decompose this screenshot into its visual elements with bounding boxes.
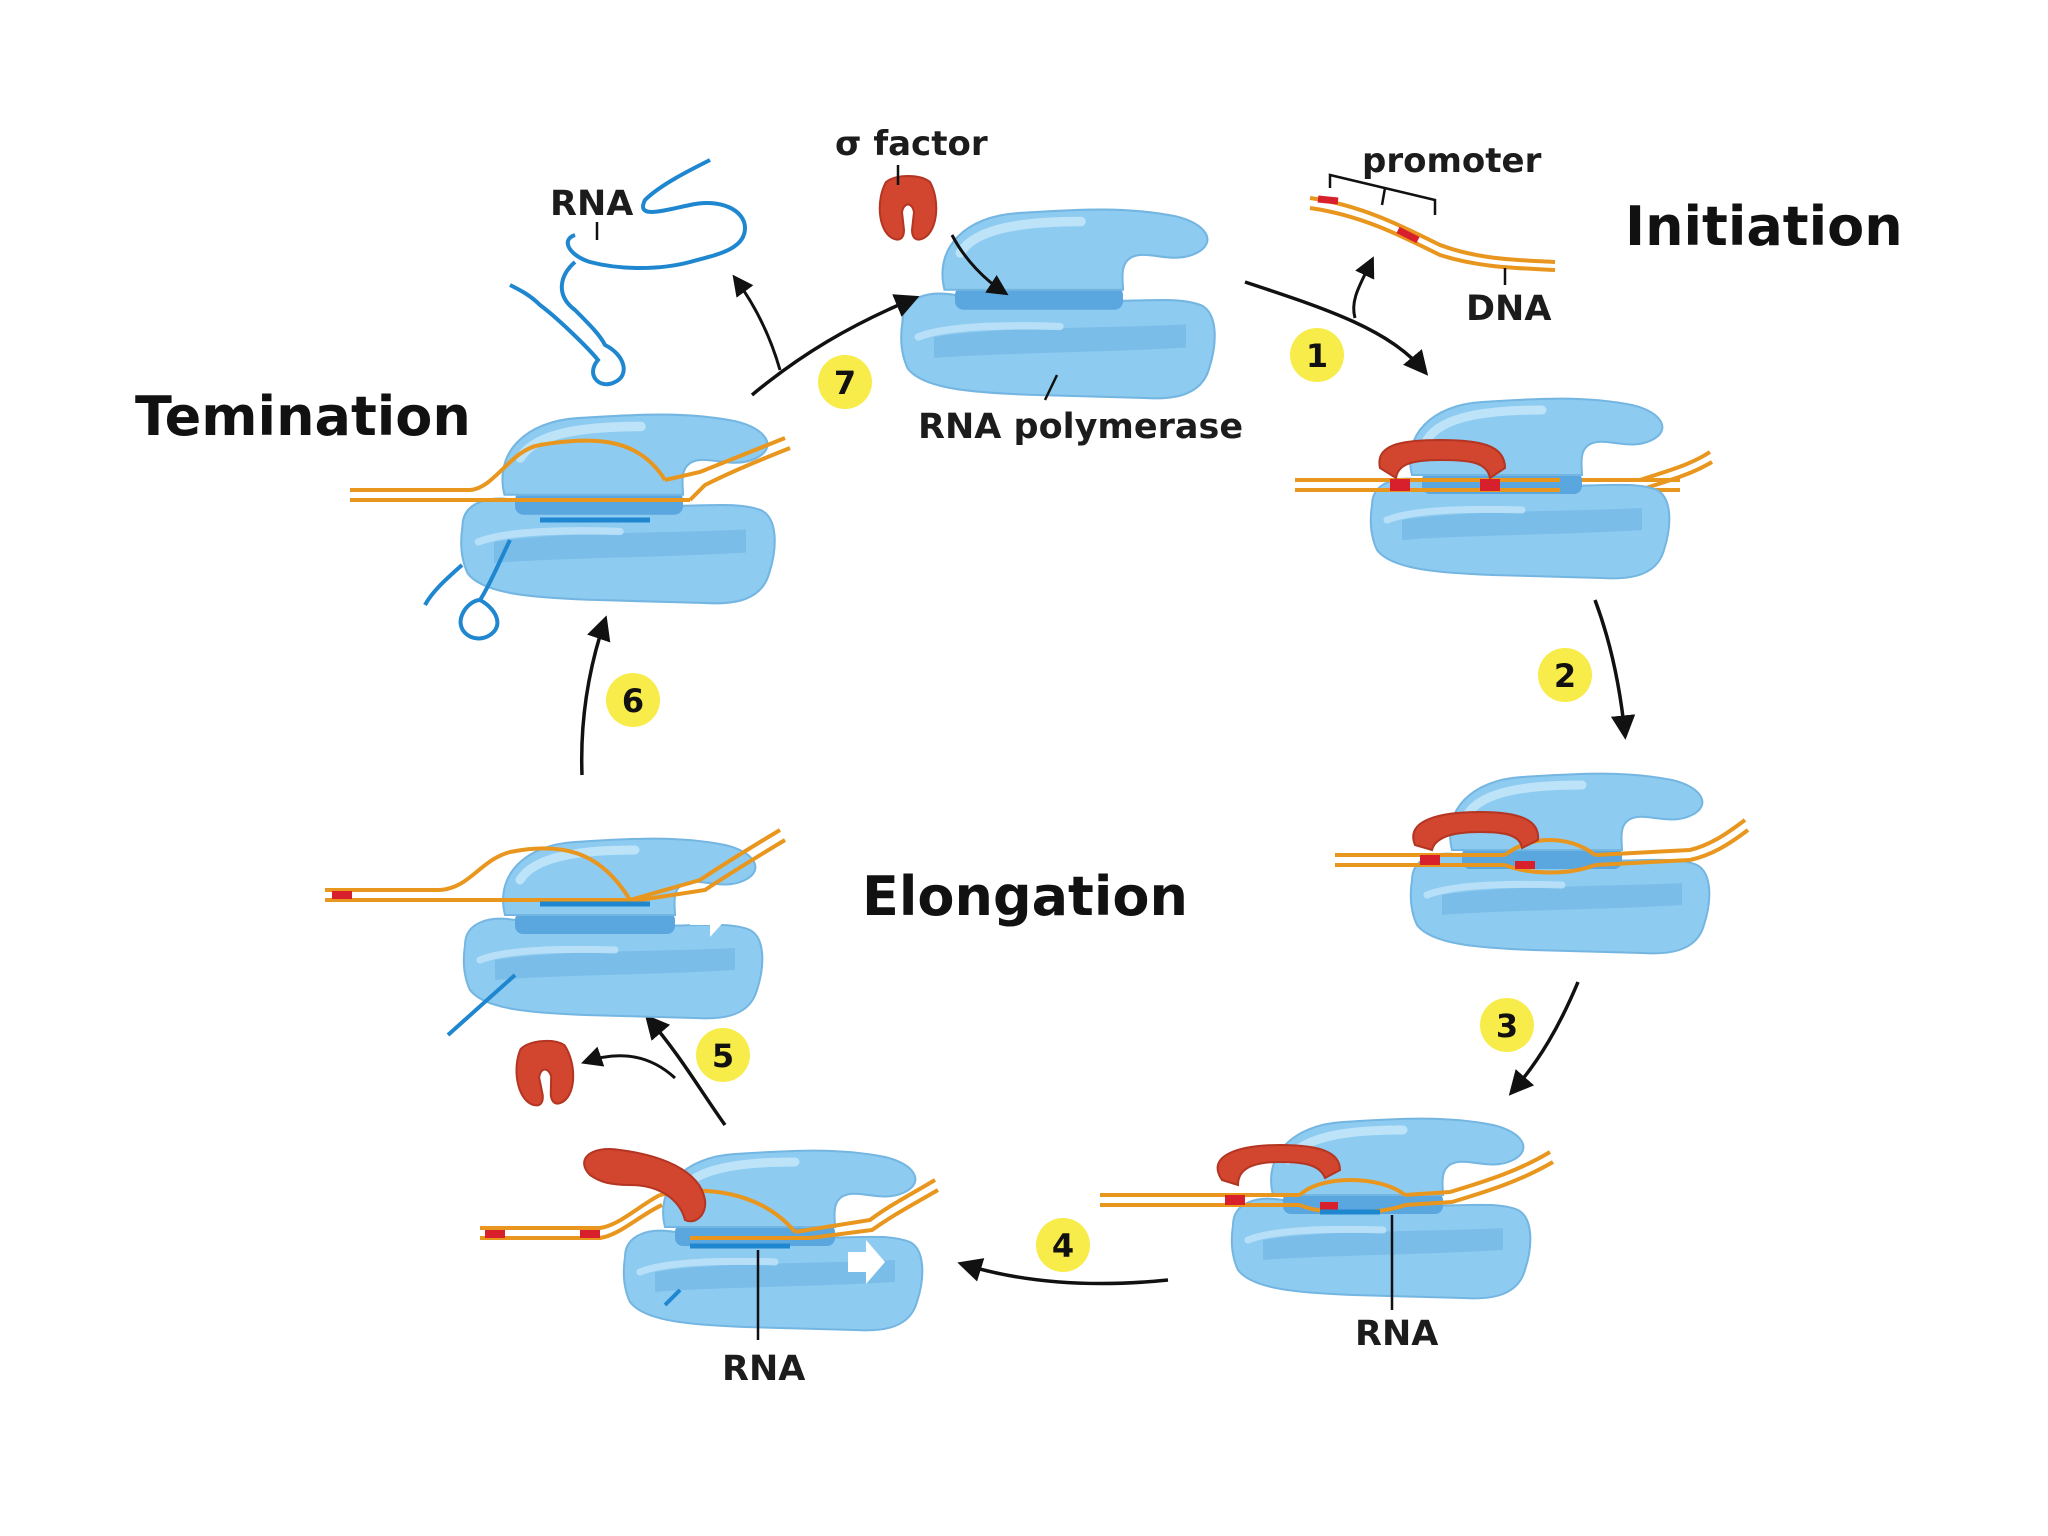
arrow-step-7 (750, 294, 920, 397)
termination-complex (350, 415, 791, 641)
elongation-phase-title: Elongation (862, 865, 1188, 928)
termination-phase-title: Temination (135, 385, 471, 448)
arrow-step-6 (579, 615, 611, 776)
arrow-step-5 (644, 1014, 727, 1127)
elongating-complex (325, 828, 787, 1037)
rna-polymerase-label: RNA polymerase (918, 407, 1243, 447)
dna-label: DNA (1466, 289, 1551, 329)
sigma-factor-label: σ factor (835, 124, 988, 164)
svg-text:3: 3 (1496, 1007, 1518, 1045)
promoter-dna-fragment (1309, 173, 1556, 285)
step-badge-2: 2 (1538, 648, 1592, 702)
released-rna-label: RNA (550, 184, 633, 224)
arrow-step-2 (1593, 599, 1636, 740)
free-sigma-factor (878, 175, 938, 241)
step-badge-4: 4 (1036, 1218, 1090, 1272)
svg-text:4: 4 (1052, 1227, 1074, 1265)
svg-text:7: 7 (834, 364, 856, 402)
step-badge-3: 3 (1480, 998, 1534, 1052)
arrow-step-4 (957, 1258, 1169, 1286)
open-complex (1335, 774, 1750, 954)
svg-text:2: 2 (1554, 657, 1576, 695)
rna-label-step4: RNA (722, 1349, 805, 1389)
step-badge-1: 1 (1290, 328, 1344, 382)
closed-complex (1295, 399, 1714, 579)
step-badge-7: 7 (818, 355, 872, 409)
arrow-step-3 (1508, 981, 1580, 1096)
released-sigma-factor (512, 1037, 577, 1108)
initial-transcribing-complex (1100, 1119, 1555, 1310)
svg-text:6: 6 (622, 682, 644, 720)
step-badge-5: 5 (696, 1028, 750, 1082)
free-rna-polymerase (901, 210, 1214, 399)
svg-text:5: 5 (712, 1037, 734, 1075)
elongating-complex-with-sigma (480, 1149, 939, 1340)
released-rna (509, 158, 748, 387)
promoter-label: promoter (1362, 141, 1542, 181)
step-badge-6: 6 (606, 673, 660, 727)
initiation-phase-title: Initiation (1625, 195, 1903, 258)
arrow-step-1 (1244, 280, 1429, 376)
rna-label-step3: RNA (1355, 1314, 1438, 1354)
svg-text:1: 1 (1306, 337, 1328, 375)
sigma-binding-arrow (950, 234, 1009, 296)
